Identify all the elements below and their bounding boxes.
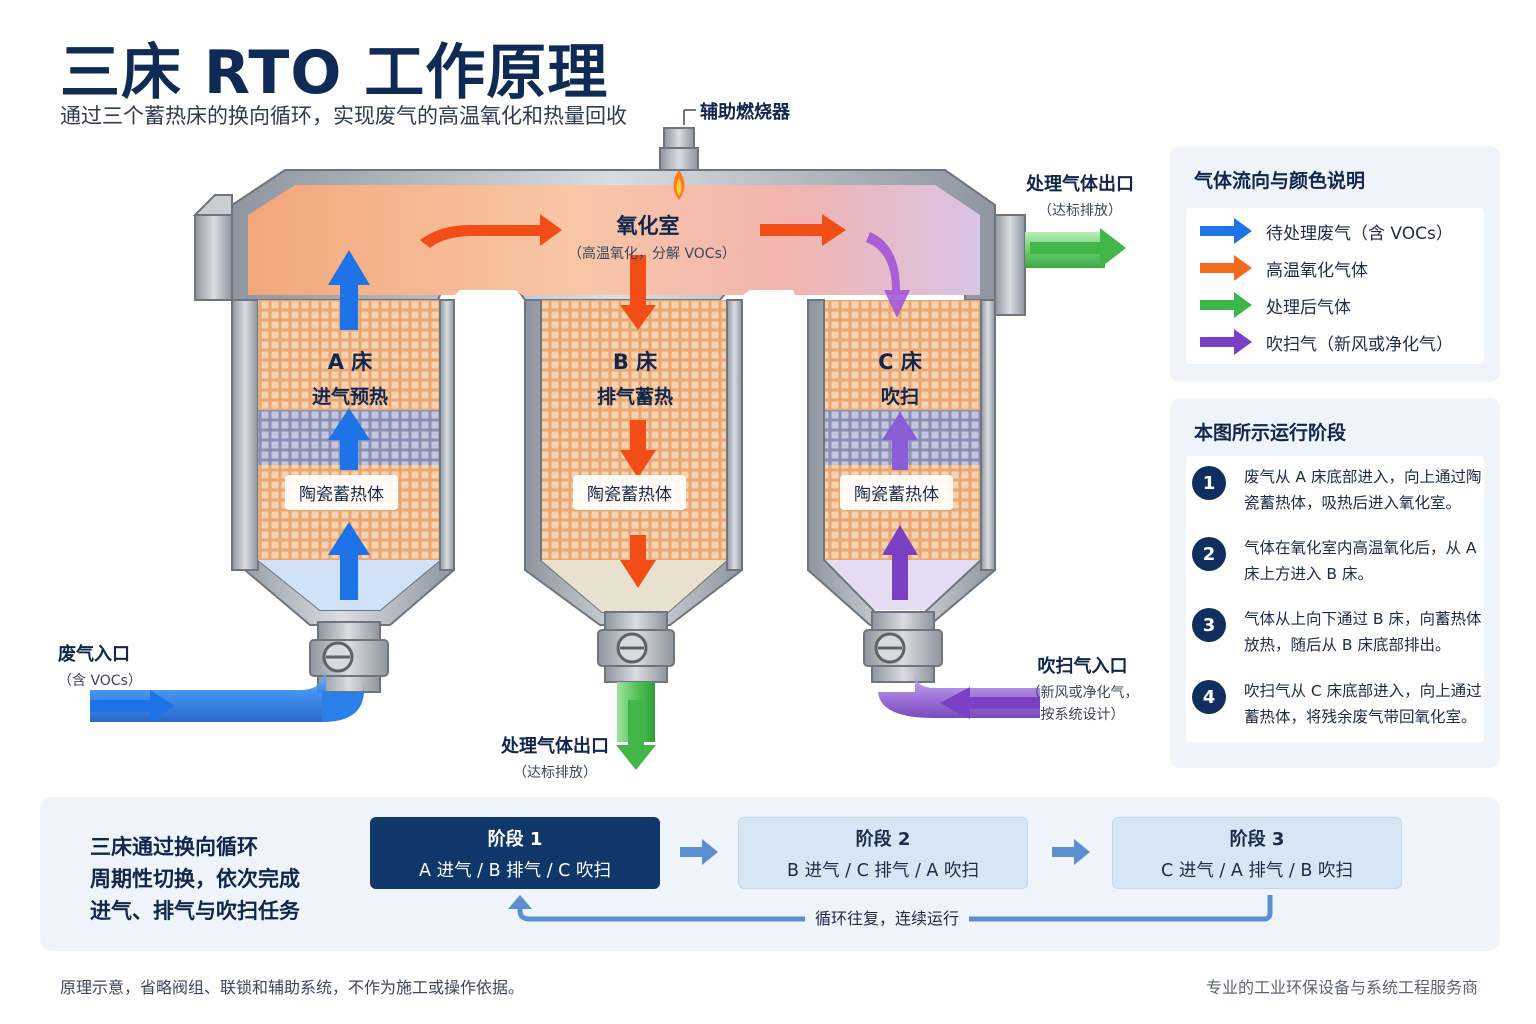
valve-a <box>309 621 389 693</box>
arrow-right-icon <box>680 839 718 865</box>
bed-a-label: A 床 进气预热 <box>290 346 410 409</box>
legend-label: 待处理废气（含 VOCs） <box>1266 223 1453 244</box>
bed-a-role: 进气预热 <box>311 386 388 408</box>
bed-b <box>524 299 743 626</box>
cycle-line-1: 三床通过换向循环 <box>90 835 258 859</box>
cycle-loop-label: 循环往复，连续运行 <box>805 905 970 929</box>
legend-title: 气体流向与颜色说明 <box>1194 170 1366 192</box>
stage-title: 阶段 3 <box>1229 828 1285 850</box>
bed-c-media-tag: 陶瓷蓄热体 <box>840 475 953 510</box>
cycle-band: 三床通过换向循环 周期性切换，依次完成 进气、排气与吹扫任务 阶段 1 A 进气… <box>40 797 1500 951</box>
step-item: 2 气体在氧化室内高温氧化后，从 A 床上方进入 B 床。 <box>1192 535 1482 587</box>
legend-label: 高温氧化气体 <box>1266 260 1368 281</box>
stage-3-card: 阶段 3 C 进气 / A 排气 / B 吹扫 <box>1112 817 1402 889</box>
legend-label: 处理后气体 <box>1266 297 1351 318</box>
step-item: 1 废气从 A 床底部进入，向上通过陶瓷蓄热体，吸热后进入氧化室。 <box>1192 464 1482 516</box>
stage-title: 阶段 2 <box>855 828 911 850</box>
purge-inlet-label: 吹扫气入口 （新风或净化气， 按系统设计） <box>1025 652 1140 724</box>
rto-diagram <box>90 109 1126 770</box>
steps-panel: 本图所示运行阶段 1 废气从 A 床底部进入，向上通过陶瓷蓄热体，吸热后进入氧化… <box>1170 398 1500 768</box>
legend-item-raw-gas: 待处理废气（含 VOCs） <box>1200 216 1453 246</box>
cycle-line-2: 周期性切换，依次完成 <box>90 867 300 891</box>
step-number: 3 <box>1192 608 1226 642</box>
page-subtitle: 通过三个蓄热床的换向循环，实现废气的高温氧化和热量回收 <box>60 104 627 128</box>
top-outlet-title: 处理气体出口 <box>1026 174 1134 195</box>
step-item: 4 吹扫气从 C 床底部进入，向上通过蓄热体，将残余废气带回氧化室。 <box>1192 678 1482 730</box>
step-text: 吹扫气从 C 床底部进入，向上通过蓄热体，将残余废气带回氧化室。 <box>1244 682 1482 726</box>
legend-item-treated-gas: 处理后气体 <box>1200 290 1351 320</box>
legend-label: 吹扫气（新风或净化气） <box>1266 334 1453 355</box>
bed-b-label: B 床 排气蓄热 <box>575 346 695 409</box>
legend-item-purge-gas: 吹扫气（新风或净化气） <box>1200 327 1453 357</box>
step-text: 气体从上向下通过 B 床，向蓄热体放热，随后从 B 床底部排出。 <box>1244 610 1482 654</box>
bed-b-role: 排气蓄热 <box>596 386 673 408</box>
step-text: 气体在氧化室内高温氧化后，从 A 床上方进入 B 床。 <box>1244 539 1477 583</box>
burner <box>659 109 699 200</box>
orange-arrow-icon <box>1200 255 1252 281</box>
inlet-note: （含 VOCs） <box>58 673 142 689</box>
bed-a-media-tag: 陶瓷蓄热体 <box>285 475 398 510</box>
bed-a-name: A 床 <box>327 350 373 374</box>
inlet-label: 废气入口 （含 VOCs） <box>58 640 142 690</box>
legend-item-hot-gas: 高温氧化气体 <box>1200 253 1368 283</box>
step-number: 2 <box>1192 537 1226 571</box>
purge-title: 吹扫气入口 <box>1037 656 1128 677</box>
top-outlet-note: （达标排放） <box>1038 203 1122 219</box>
bed-b-name: B 床 <box>612 350 658 374</box>
page-title: 三床 RTO 工作原理 <box>60 38 609 108</box>
step-number: 1 <box>1192 466 1226 500</box>
stage-2-card: 阶段 2 B 进气 / C 排气 / A 吹扫 <box>738 817 1028 889</box>
cycle-line-3: 进气、排气与吹扫任务 <box>90 899 300 923</box>
stage-desc: C 进气 / A 排气 / B 吹扫 <box>1161 860 1353 881</box>
bottom-outlet-note: （达标排放） <box>513 765 597 781</box>
green-arrow-icon <box>1200 292 1252 318</box>
oxidation-chamber-label: 氧化室 （高温氧化，分解 VOCs） <box>568 210 736 263</box>
step-text: 废气从 A 床底部进入，向上通过陶瓷蓄热体，吸热后进入氧化室。 <box>1244 468 1482 512</box>
blue-arrow-icon <box>1200 218 1252 244</box>
bed-c-label: C 床 吹扫 <box>840 346 960 409</box>
step-item: 3 气体从上向下通过 B 床，向蓄热体放热，随后从 B 床底部排出。 <box>1192 606 1482 658</box>
stage-title: 阶段 1 <box>487 828 543 850</box>
flow-arrows <box>90 214 1126 770</box>
legend-list: 待处理废气（含 VOCs） 高温氧化气体 处理后气体 吹扫气（新风或净化气） <box>1186 208 1484 364</box>
stage-desc: B 进气 / C 排气 / A 吹扫 <box>787 860 979 881</box>
bed-c-role: 吹扫 <box>880 386 919 408</box>
bottom-outlet-label: 处理气体出口 （达标排放） <box>490 732 620 782</box>
burner-label: 辅助燃烧器 <box>700 102 790 123</box>
top-outlet-label: 处理气体出口 （达标排放） <box>1010 170 1150 220</box>
chamber-title: 氧化室 <box>616 214 680 238</box>
steps-list: 1 废气从 A 床底部进入，向上通过陶瓷蓄热体，吸热后进入氧化室。 2 气体在氧… <box>1186 456 1484 742</box>
valve-c <box>863 611 943 683</box>
valve-b <box>597 611 675 683</box>
arrow-right-icon <box>1052 839 1090 865</box>
step-number: 4 <box>1192 680 1226 714</box>
stage-desc: A 进气 / B 排气 / C 吹扫 <box>419 860 611 881</box>
footer-disclaimer: 原理示意，省略阀组、联锁和辅助系统，不作为施工或操作依据。 <box>60 978 525 997</box>
stage-1-card: 阶段 1 A 进气 / B 排气 / C 吹扫 <box>370 817 660 889</box>
chamber-note: （高温氧化，分解 VOCs） <box>568 246 736 262</box>
purple-arrow-icon <box>1200 329 1252 355</box>
inlet-title: 废气入口 <box>58 644 130 665</box>
footer-company: 专业的工业环保设备与系统工程服务商 <box>1205 978 1478 997</box>
bed-b-media-tag: 陶瓷蓄热体 <box>573 475 686 510</box>
purge-note-2: 按系统设计） <box>1040 707 1125 723</box>
purge-note-1: （新风或净化气， <box>1026 685 1139 701</box>
bed-c-name: C 床 <box>878 350 922 374</box>
legend-panel: 气体流向与颜色说明 待处理废气（含 VOCs） 高温氧化气体 处理后气体 吹扫气… <box>1170 146 1500 382</box>
bottom-outlet-title: 处理气体出口 <box>501 736 609 757</box>
steps-title: 本图所示运行阶段 <box>1194 422 1347 444</box>
